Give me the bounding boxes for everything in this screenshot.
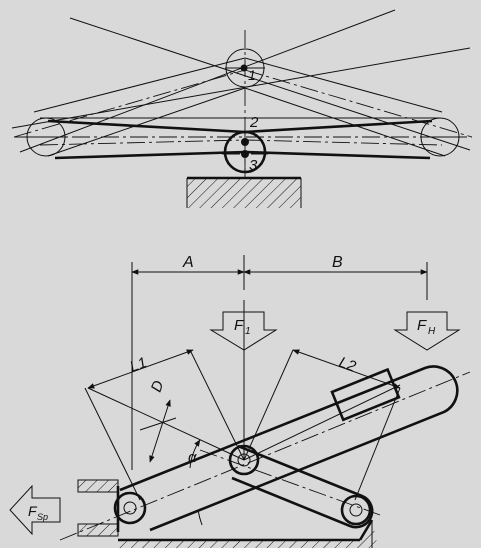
dim-label-a: A bbox=[182, 254, 194, 271]
force-arrow-f1: F 1 bbox=[209, 311, 278, 351]
force-fsp-main: F bbox=[28, 503, 38, 519]
force-fh-main: F bbox=[417, 317, 427, 334]
point-label-3: 3 bbox=[249, 157, 258, 174]
point-label-2: 2 bbox=[249, 114, 259, 131]
dim-label-b: B bbox=[332, 254, 343, 271]
force-fh-sub: H bbox=[428, 326, 436, 337]
point-label-1: 1 bbox=[248, 67, 256, 83]
dim-label-l1: L1 bbox=[128, 354, 149, 376]
force-fsp-sub: Sp bbox=[37, 512, 48, 522]
dim-label-l2: L2 bbox=[337, 354, 359, 376]
main-lever bbox=[59, 365, 471, 541]
mechanism-view: A B F 1 F H F Sp L1 L2 bbox=[9, 254, 471, 548]
force-f1-sub: 1 bbox=[245, 326, 251, 337]
force-arrow-fsp: F Sp bbox=[9, 484, 61, 536]
dim-label-d: D bbox=[148, 378, 168, 394]
top-view: 1 2 3 bbox=[11, 9, 473, 208]
force-arrow-fh: F H bbox=[393, 311, 461, 351]
angle-label-alpha: α bbox=[188, 449, 197, 466]
force-f1-main: F bbox=[234, 317, 244, 334]
